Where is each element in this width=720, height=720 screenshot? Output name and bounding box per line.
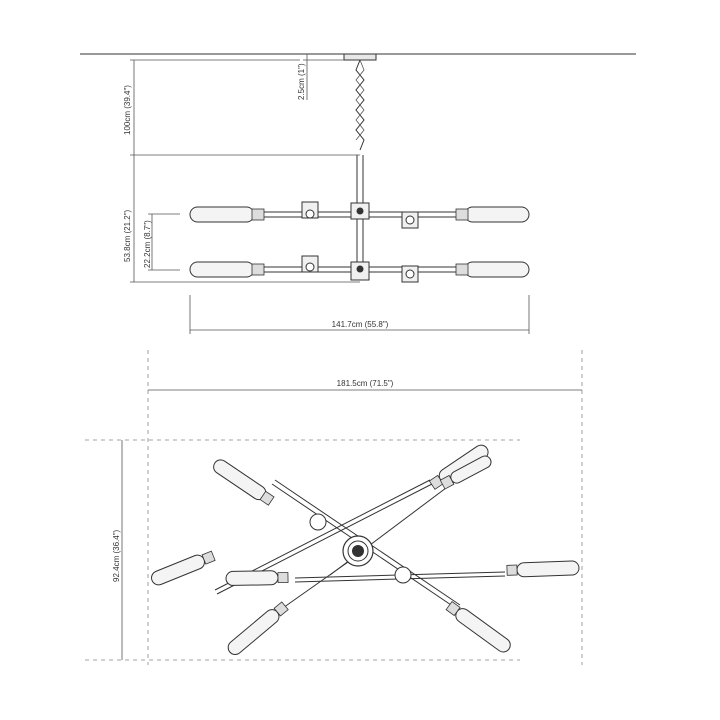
bulb [189,261,255,278]
canopy-drop-dimension: 2.5cm (1") [297,54,344,100]
socket [251,208,265,221]
bulb [506,560,580,578]
bulb [213,459,275,506]
center-hub [342,535,374,567]
socket [455,263,469,276]
top-width-label: 92.4cm (36.4") [112,529,121,582]
socket [251,263,265,276]
upper-tier [189,201,530,229]
side-elevation: 2.5cm (1") 100cm (39.4") [80,53,636,334]
bulb [227,601,289,655]
arm-joint [309,513,327,531]
chain-length-label: 100cm (39.4") [123,85,132,135]
side-width-label: 141.7cm (55.8") [332,320,389,329]
socket [455,208,469,221]
bulb [151,550,216,586]
chain [355,59,365,151]
canopy [343,53,377,61]
chain-length-dimension: 100cm (39.4") [123,59,360,156]
tier-spacing-label: 22.2cm (8.7") [143,220,152,268]
bulb [225,570,289,586]
top-view: 181.5cm (71.5") 92.4cm (36.4") [85,350,583,665]
canopy-drop-label: 2.5cm (1") [297,63,306,100]
fixture-height-dimension: 53.8cm (21.2") [123,155,360,283]
bulb [428,444,489,490]
bulb [464,206,530,223]
bulb [445,600,511,653]
bulb [439,455,492,490]
top-width-dimension: 92.4cm (36.4") [85,439,520,661]
top-length-label: 181.5cm (71.5") [337,379,394,388]
bulb [464,261,530,278]
lower-tier [189,255,530,283]
arm-joint [394,566,412,584]
tier-spacing-dimension: 22.2cm (8.7") [143,213,180,271]
bulb [189,206,255,223]
top-length-dimension: 181.5cm (71.5") [147,350,583,665]
fixture-height-label: 53.8cm (21.2") [123,209,132,262]
side-width-dimension: 141.7cm (55.8") [189,295,530,334]
